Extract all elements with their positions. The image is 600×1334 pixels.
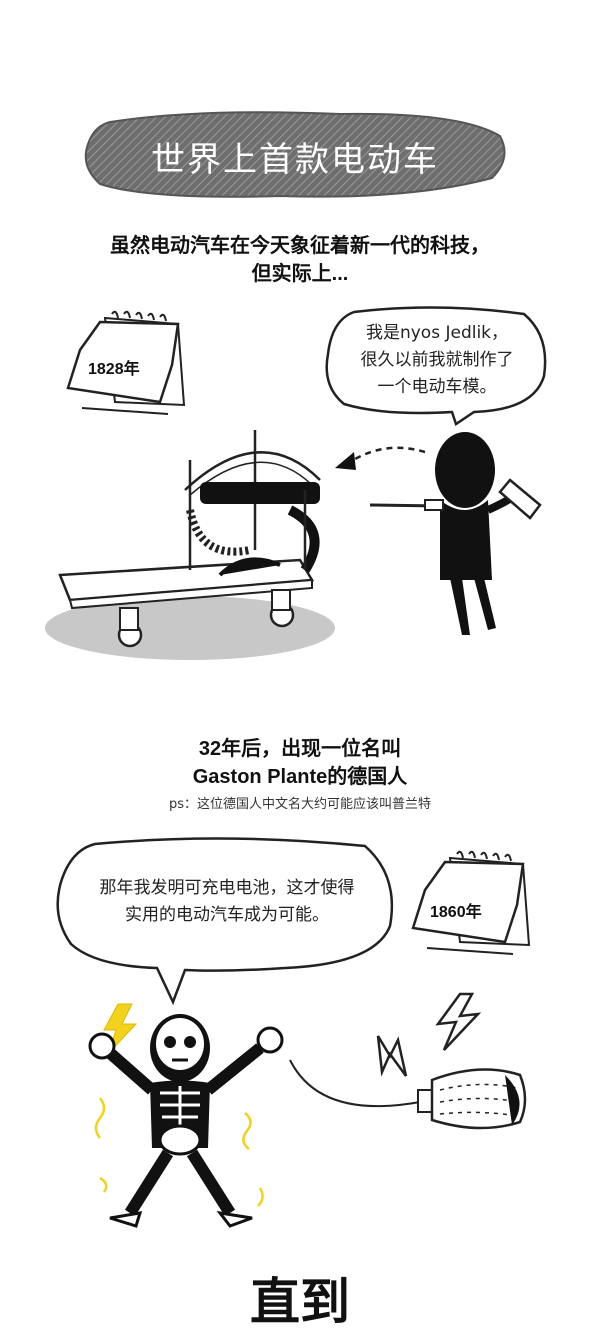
skeleton-character (88, 1014, 284, 1228)
title-banner (84, 111, 506, 198)
dashed-arrow (335, 446, 426, 470)
section2-headline-line2: Gaston Plante的德国人 (192, 766, 408, 788)
calendar-icon (411, 850, 531, 955)
section1-headline-line1: 虽然电动汽车在今天象征着新一代的科技， (110, 235, 490, 257)
calendar-year-1828: 1828年 (88, 361, 140, 378)
calendar-icon (66, 310, 186, 415)
speech-bubble (325, 306, 547, 426)
section2-headline-line1: 32年后，出现一位名叫 (198, 738, 402, 760)
speech1-line3: 一个电动车模。 (377, 377, 497, 397)
lightning-icon (376, 1035, 408, 1077)
speech1-line1: 我是nyos Jedlik， (365, 323, 509, 343)
lightning-icon (435, 992, 482, 1051)
speech2-line2: 实用的电动汽车成为可能。 (125, 905, 329, 925)
section2-note: ps：这位德国人中文名大约可能应该叫普兰特 (168, 797, 432, 812)
calendar-year-1860: 1860年 (430, 904, 482, 921)
speech-bubble (56, 837, 394, 1006)
page-title: 世界上首款电动车 (151, 140, 439, 180)
battery-illustration (289, 1059, 527, 1130)
electric-car-model-illustration (45, 430, 335, 660)
speech2-line1: 那年我发明可充电电池，这才使得 (99, 878, 355, 898)
lightning-icon-yellow (103, 1003, 138, 1055)
speech1-line2: 很久以前我就制作了 (360, 350, 514, 370)
section1-headline-line2: 但实际上... (251, 263, 349, 285)
continue-text: 直到 (250, 1273, 350, 1331)
character-jedlik (369, 432, 542, 635)
